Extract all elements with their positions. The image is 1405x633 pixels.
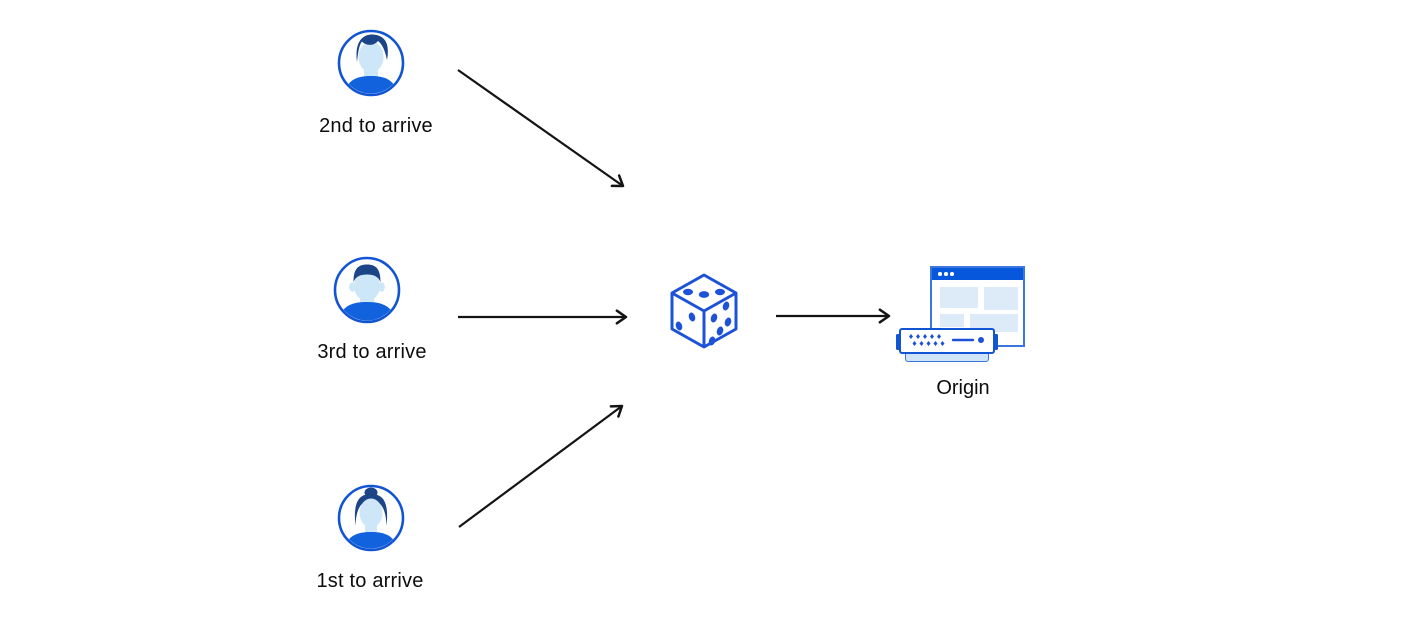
page-content-block <box>940 287 978 308</box>
arrow-2nd-to-dice <box>457 69 625 188</box>
browser-titlebar <box>932 268 1023 280</box>
visitor-label-3rd: 3rd to arrive <box>317 341 427 363</box>
titlebar-dot <box>944 272 948 276</box>
man-wavy-hair-avatar-icon <box>337 29 405 97</box>
titlebar-dot <box>950 272 954 276</box>
origin-label: Origin <box>936 377 990 399</box>
titlebar-dot <box>938 272 942 276</box>
visitor-label-1st: 1st to arrive <box>316 570 424 592</box>
server-panel-detail <box>909 334 984 346</box>
origin-server-icon <box>896 264 1030 364</box>
woman-bun-avatar-icon <box>337 484 405 552</box>
server-right-tab <box>992 334 998 350</box>
server-icon <box>896 328 998 364</box>
page-content-block <box>984 287 1018 310</box>
arrow-1st-to-dice <box>458 404 624 528</box>
page-content-block <box>940 314 964 327</box>
man-short-hair-avatar-icon <box>333 256 401 324</box>
server-front-panel <box>899 328 995 354</box>
page-content-block <box>970 314 1018 332</box>
visitor-label-2nd: 2nd to arrive <box>319 115 433 137</box>
dice-icon <box>670 273 738 349</box>
